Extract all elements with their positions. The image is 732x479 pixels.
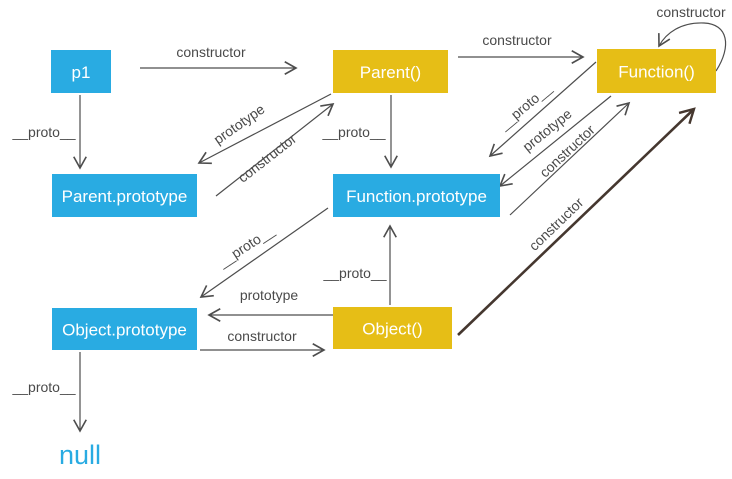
edge-parent-fn-to-function-fn-constructor: constructor (458, 32, 585, 64)
edge-label-constructor: constructor (235, 130, 300, 185)
edge-label-constructor: constructor (656, 4, 726, 20)
node-parent-proto: Parent.prototype (52, 174, 197, 217)
edge-p1-to-parent-fn-constructor: constructor (140, 44, 298, 75)
node-parent-fn: Parent() (333, 50, 448, 93)
edge-arrow-loop (658, 22, 727, 72)
edge-arrow-line (488, 61, 597, 158)
node-box-object-fn (333, 307, 452, 349)
node-function-proto: Function.prototype (333, 174, 500, 217)
node-label-parent-fn: Parent() (360, 63, 421, 82)
node-label-function-proto: Function.prototype (346, 187, 487, 206)
node-p1: p1 (51, 50, 111, 93)
node-label-function-fn: Function() (618, 63, 695, 82)
node-box-parent-proto (52, 174, 197, 217)
node-box-object-proto (52, 308, 197, 350)
edge-label-constructor: constructor (176, 44, 246, 60)
edge-arrow-line (509, 101, 631, 216)
edge-label-prototype: prototype (211, 101, 268, 148)
edge-object-fn-to-function-proto-proto: __proto__ (322, 224, 397, 305)
node-box-parent-fn (333, 50, 448, 93)
edge-object-proto-to-object-fn-constructor: constructor (200, 328, 326, 357)
edge-label-proto: __proto__ (322, 265, 386, 281)
node-object-proto: Object.prototype (52, 308, 197, 350)
node-function-fn: Function() (597, 49, 716, 93)
edge-label-constructor: constructor (482, 32, 552, 48)
edge-label-constructor: constructor (227, 328, 297, 344)
edge-label-proto: __proto__ (321, 124, 385, 140)
edge-parent-fn-to-function-proto-proto: __proto__ (321, 95, 398, 169)
edge-label-constructor: constructor (526, 194, 587, 254)
edge-object-fn-to-object-proto-prototype: prototype (207, 287, 333, 322)
edge-arrow-line (197, 93, 332, 165)
edge-label-proto: __proto__ (11, 124, 75, 140)
edge-label-proto: __proto__ (214, 222, 277, 270)
node-label-object-proto: Object.prototype (62, 321, 187, 340)
edge-p1-to-parent-proto-proto: __proto__ (11, 95, 87, 170)
node-label-parent-proto: Parent.prototype (62, 187, 188, 206)
node-null: null (59, 440, 101, 470)
node-box-p1 (51, 50, 111, 93)
edge-function-fn-to-function-fn-constructor: constructor (656, 4, 727, 72)
edge-label-proto: __proto__ (11, 379, 75, 395)
edge-label-prototype: prototype (240, 287, 299, 303)
edge-arrow-line (199, 207, 329, 298)
edge-function-proto-to-object-proto-proto: __proto__ (199, 207, 329, 298)
node-box-function-fn (597, 49, 716, 93)
edge-arrow-line (215, 102, 335, 197)
node-box-function-proto (333, 174, 500, 217)
edge-object-proto-to-null-proto: __proto__ (11, 352, 87, 433)
node-label-p1: p1 (72, 63, 91, 82)
node-label-object-fn: Object() (362, 320, 422, 339)
node-label-null: null (59, 440, 101, 470)
edge-arrow-line (457, 107, 696, 336)
node-object-fn: Object() (333, 307, 452, 349)
edge-arrow-line (498, 95, 612, 188)
